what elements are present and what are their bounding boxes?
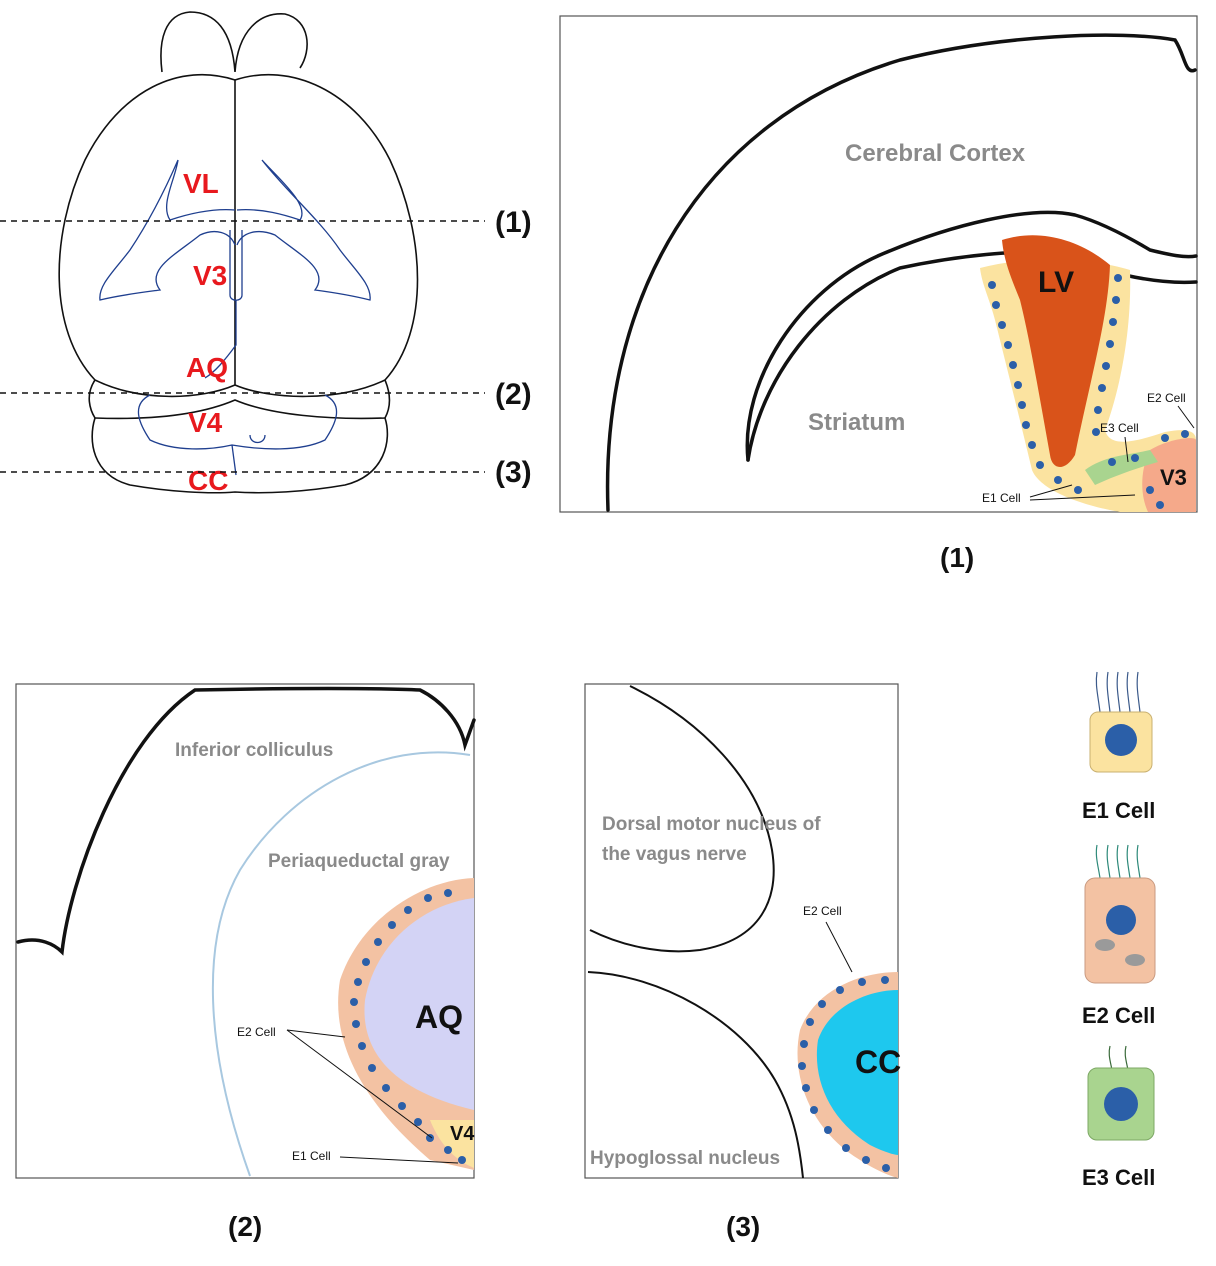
pointer-e2a-p2 bbox=[286, 1029, 346, 1038]
label-e2-cell-p1: E2 Cell bbox=[1147, 391, 1186, 405]
cc-lumen bbox=[816, 990, 898, 1155]
label-e2-cell-p3: E2 Cell bbox=[803, 904, 842, 918]
caption-3: (3) bbox=[726, 1211, 760, 1242]
label-e2-cell-p2: E2 Cell bbox=[237, 1025, 276, 1039]
fourth-ventricle-recess bbox=[249, 434, 266, 444]
right-lateral-ventricle bbox=[236, 159, 371, 301]
region-label-v3: V3 bbox=[193, 260, 227, 291]
cc-nuclei bbox=[798, 976, 890, 1172]
label-inferior-colliculus: Inferior colliculus bbox=[175, 740, 333, 761]
label-v4: V4 bbox=[450, 1123, 475, 1145]
lv-lumen bbox=[1002, 235, 1110, 468]
lv-nuclei bbox=[988, 274, 1189, 509]
label-v3: V3 bbox=[1160, 465, 1187, 490]
legend-e2-label: E2 Cell bbox=[1082, 1003, 1155, 1028]
label-lv: LV bbox=[1038, 266, 1074, 299]
cerebellum-outline bbox=[88, 379, 391, 494]
pointer-e2b-p2 bbox=[286, 1029, 433, 1139]
aq-nuclei bbox=[350, 889, 466, 1164]
pag-boundary bbox=[211, 751, 471, 1177]
aq-lumen bbox=[364, 898, 474, 1110]
cortex-inner-line-1 bbox=[745, 210, 1198, 462]
panel-2: Inferior colliculus Periaqueductal gray … bbox=[15, 683, 476, 1242]
label-periaqueductal-gray: Periaqueductal gray bbox=[268, 851, 450, 872]
cell-legend: E1 Cell E2 Cell E3 Cell bbox=[1082, 671, 1156, 1190]
v4-e1-layer bbox=[430, 1120, 474, 1168]
caption-2: (2) bbox=[228, 1211, 262, 1242]
e3-layer bbox=[1085, 450, 1158, 485]
panel-1: Cerebral Cortex Striatum LV V3 E2 Cell E… bbox=[559, 15, 1198, 573]
v3-lumen bbox=[1142, 438, 1196, 512]
label-striatum: Striatum bbox=[808, 409, 905, 436]
aqueduct bbox=[204, 300, 237, 379]
pointer-e2-p1 bbox=[1177, 405, 1195, 429]
legend-e1-label: E1 Cell bbox=[1082, 798, 1155, 823]
label-aq: AQ bbox=[415, 999, 463, 1035]
fourth-ventricle bbox=[137, 394, 338, 476]
region-label-aq: AQ bbox=[186, 352, 228, 383]
label-cc: CC bbox=[855, 1044, 901, 1080]
pointer-e2-p3 bbox=[825, 921, 853, 973]
pointer-e1a-p1 bbox=[1029, 484, 1073, 498]
label-e1-cell-p2: E1 Cell bbox=[292, 1149, 331, 1163]
section-marker-3: (3) bbox=[495, 456, 532, 489]
pointer-e1-p2 bbox=[339, 1156, 459, 1164]
colliculus-outline bbox=[16, 686, 476, 956]
legend-e3-cell-icon bbox=[1087, 1045, 1155, 1141]
olfactory-bulbs bbox=[160, 11, 308, 73]
label-dorsal-motor-line2: the vagus nerve bbox=[602, 844, 747, 865]
pointer-e1b-p1 bbox=[1029, 494, 1136, 501]
label-dorsal-motor-line1: Dorsal motor nucleus of bbox=[602, 814, 821, 835]
cerebrum-outline bbox=[58, 73, 419, 398]
pointer-e3-p1 bbox=[1124, 436, 1129, 463]
brain-dorsal-view: VL V3 AQ V4 CC (1) (2) (3) bbox=[0, 11, 532, 496]
dorsal-nucleus-outline bbox=[589, 685, 775, 953]
left-lateral-ventricle bbox=[99, 159, 236, 301]
cortex-outer-line bbox=[605, 33, 1197, 512]
section-marker-1: (1) bbox=[495, 206, 532, 239]
region-label-v4: V4 bbox=[188, 407, 223, 438]
section-marker-2: (2) bbox=[495, 378, 532, 411]
panel-3: Dorsal motor nucleus of the vagus nerve … bbox=[584, 683, 901, 1242]
caption-1: (1) bbox=[940, 542, 974, 573]
hypoglossal-outline bbox=[587, 971, 804, 1179]
third-ventricle bbox=[229, 230, 243, 301]
region-label-vl: VL bbox=[183, 168, 219, 199]
legend-e3-label: E3 Cell bbox=[1082, 1165, 1155, 1190]
label-e3-cell-p1: E3 Cell bbox=[1100, 421, 1139, 435]
label-cerebral-cortex: Cerebral Cortex bbox=[845, 140, 1026, 167]
legend-e2-cell-icon bbox=[1084, 844, 1156, 984]
label-e1-cell-p1: E1 Cell bbox=[982, 491, 1021, 505]
legend-e1-cell-icon bbox=[1089, 671, 1153, 773]
region-label-cc: CC bbox=[188, 465, 228, 496]
label-hypoglossal-nucleus: Hypoglossal nucleus bbox=[590, 1148, 780, 1169]
